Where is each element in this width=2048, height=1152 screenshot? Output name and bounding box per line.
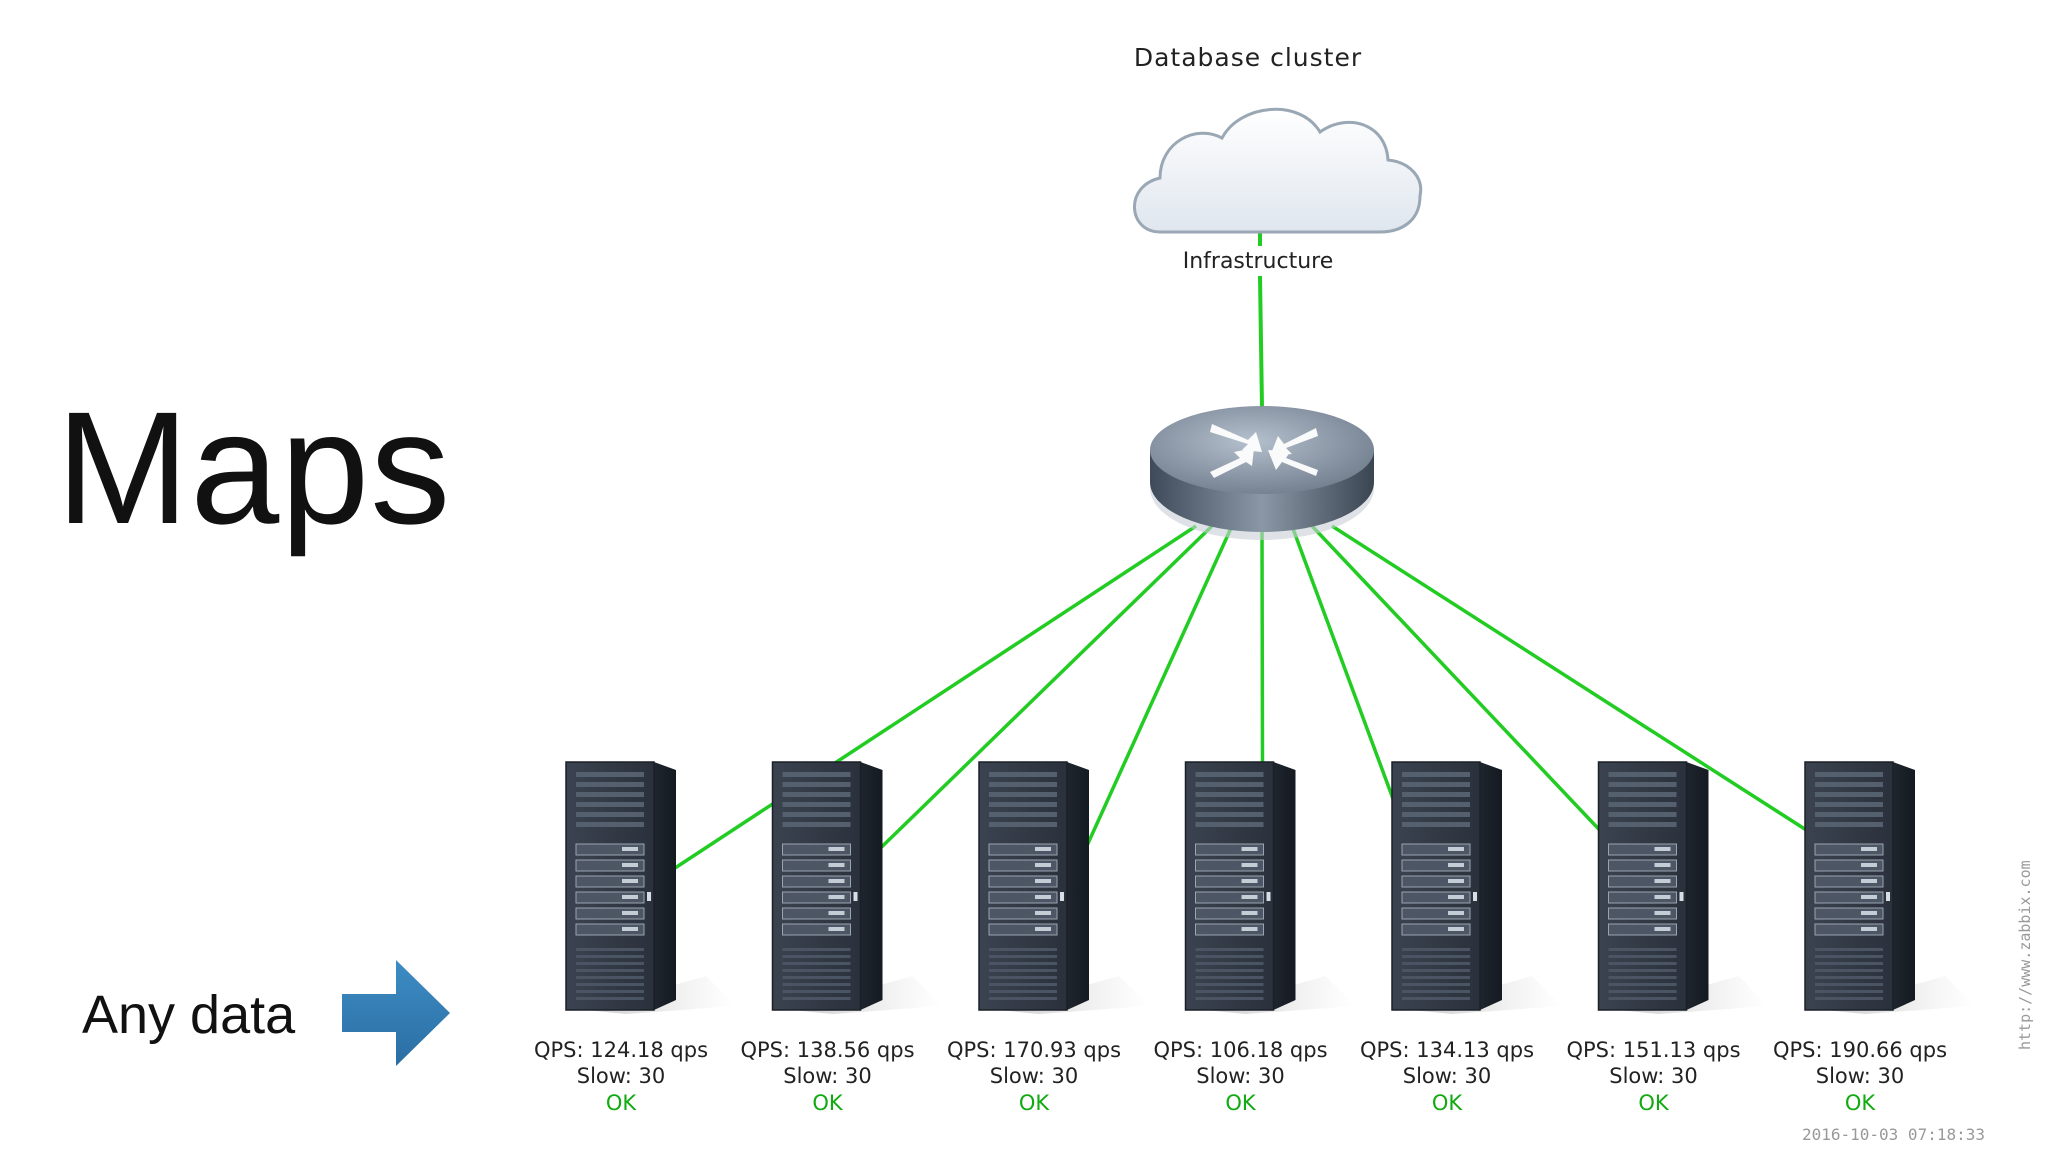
link-router-host-4 [1260, 525, 1265, 763]
link-router-host-7 [1331, 524, 1826, 844]
host-status-ok: OK [1638, 1091, 1670, 1115]
host-qps-label: QPS: 151.13 qps [1566, 1038, 1740, 1062]
host-slow-label: Slow: 30 [1196, 1064, 1285, 1088]
host-slow-label: Slow: 30 [783, 1064, 872, 1088]
cloud-label: Infrastructure [1183, 249, 1334, 274]
zabbix-watermark: http://www.zabbix.com [2016, 860, 2034, 1050]
host-qps-label: QPS: 134.13 qps [1360, 1038, 1534, 1062]
host-qps-label: QPS: 138.56 qps [740, 1038, 914, 1062]
link-router-host-1 [671, 524, 1197, 872]
link-router-host-3 [1083, 525, 1234, 851]
cloud-icon [1133, 107, 1423, 234]
slide-title: Maps [56, 378, 452, 557]
any-data-caption: Any data [82, 985, 296, 1045]
host-status-ok: OK [1019, 1091, 1051, 1115]
host-slow-label: Slow: 30 [990, 1064, 1079, 1088]
host-slow-label: Slow: 30 [1609, 1064, 1698, 1088]
router-icon [1150, 406, 1374, 540]
host-qps-label: QPS: 106.18 qps [1153, 1038, 1327, 1062]
host-qps-label: QPS: 190.66 qps [1773, 1038, 1947, 1062]
host-status-ok: OK [812, 1091, 844, 1115]
host-status-ok: OK [1845, 1091, 1877, 1115]
map-timestamp: 2016-10-03 07:18:33 [1802, 1125, 1985, 1144]
host-slow-label: Slow: 30 [1816, 1064, 1905, 1088]
host-slow-label: Slow: 30 [577, 1064, 666, 1088]
host-status-ok: OK [1225, 1091, 1257, 1115]
host-status-ok: OK [606, 1091, 638, 1115]
host-qps-label: QPS: 124.18 qps [534, 1038, 708, 1062]
host-slow-label: Slow: 30 [1403, 1064, 1492, 1088]
right-arrow-icon [342, 960, 450, 1066]
link-router-host-2 [877, 524, 1214, 852]
group-label: Database cluster [1134, 43, 1362, 72]
host-status-ok: OK [1432, 1091, 1464, 1115]
link-router-host-6 [1310, 524, 1620, 852]
link-cloud-router [1258, 275, 1264, 409]
host-qps-label: QPS: 170.93 qps [947, 1038, 1121, 1062]
